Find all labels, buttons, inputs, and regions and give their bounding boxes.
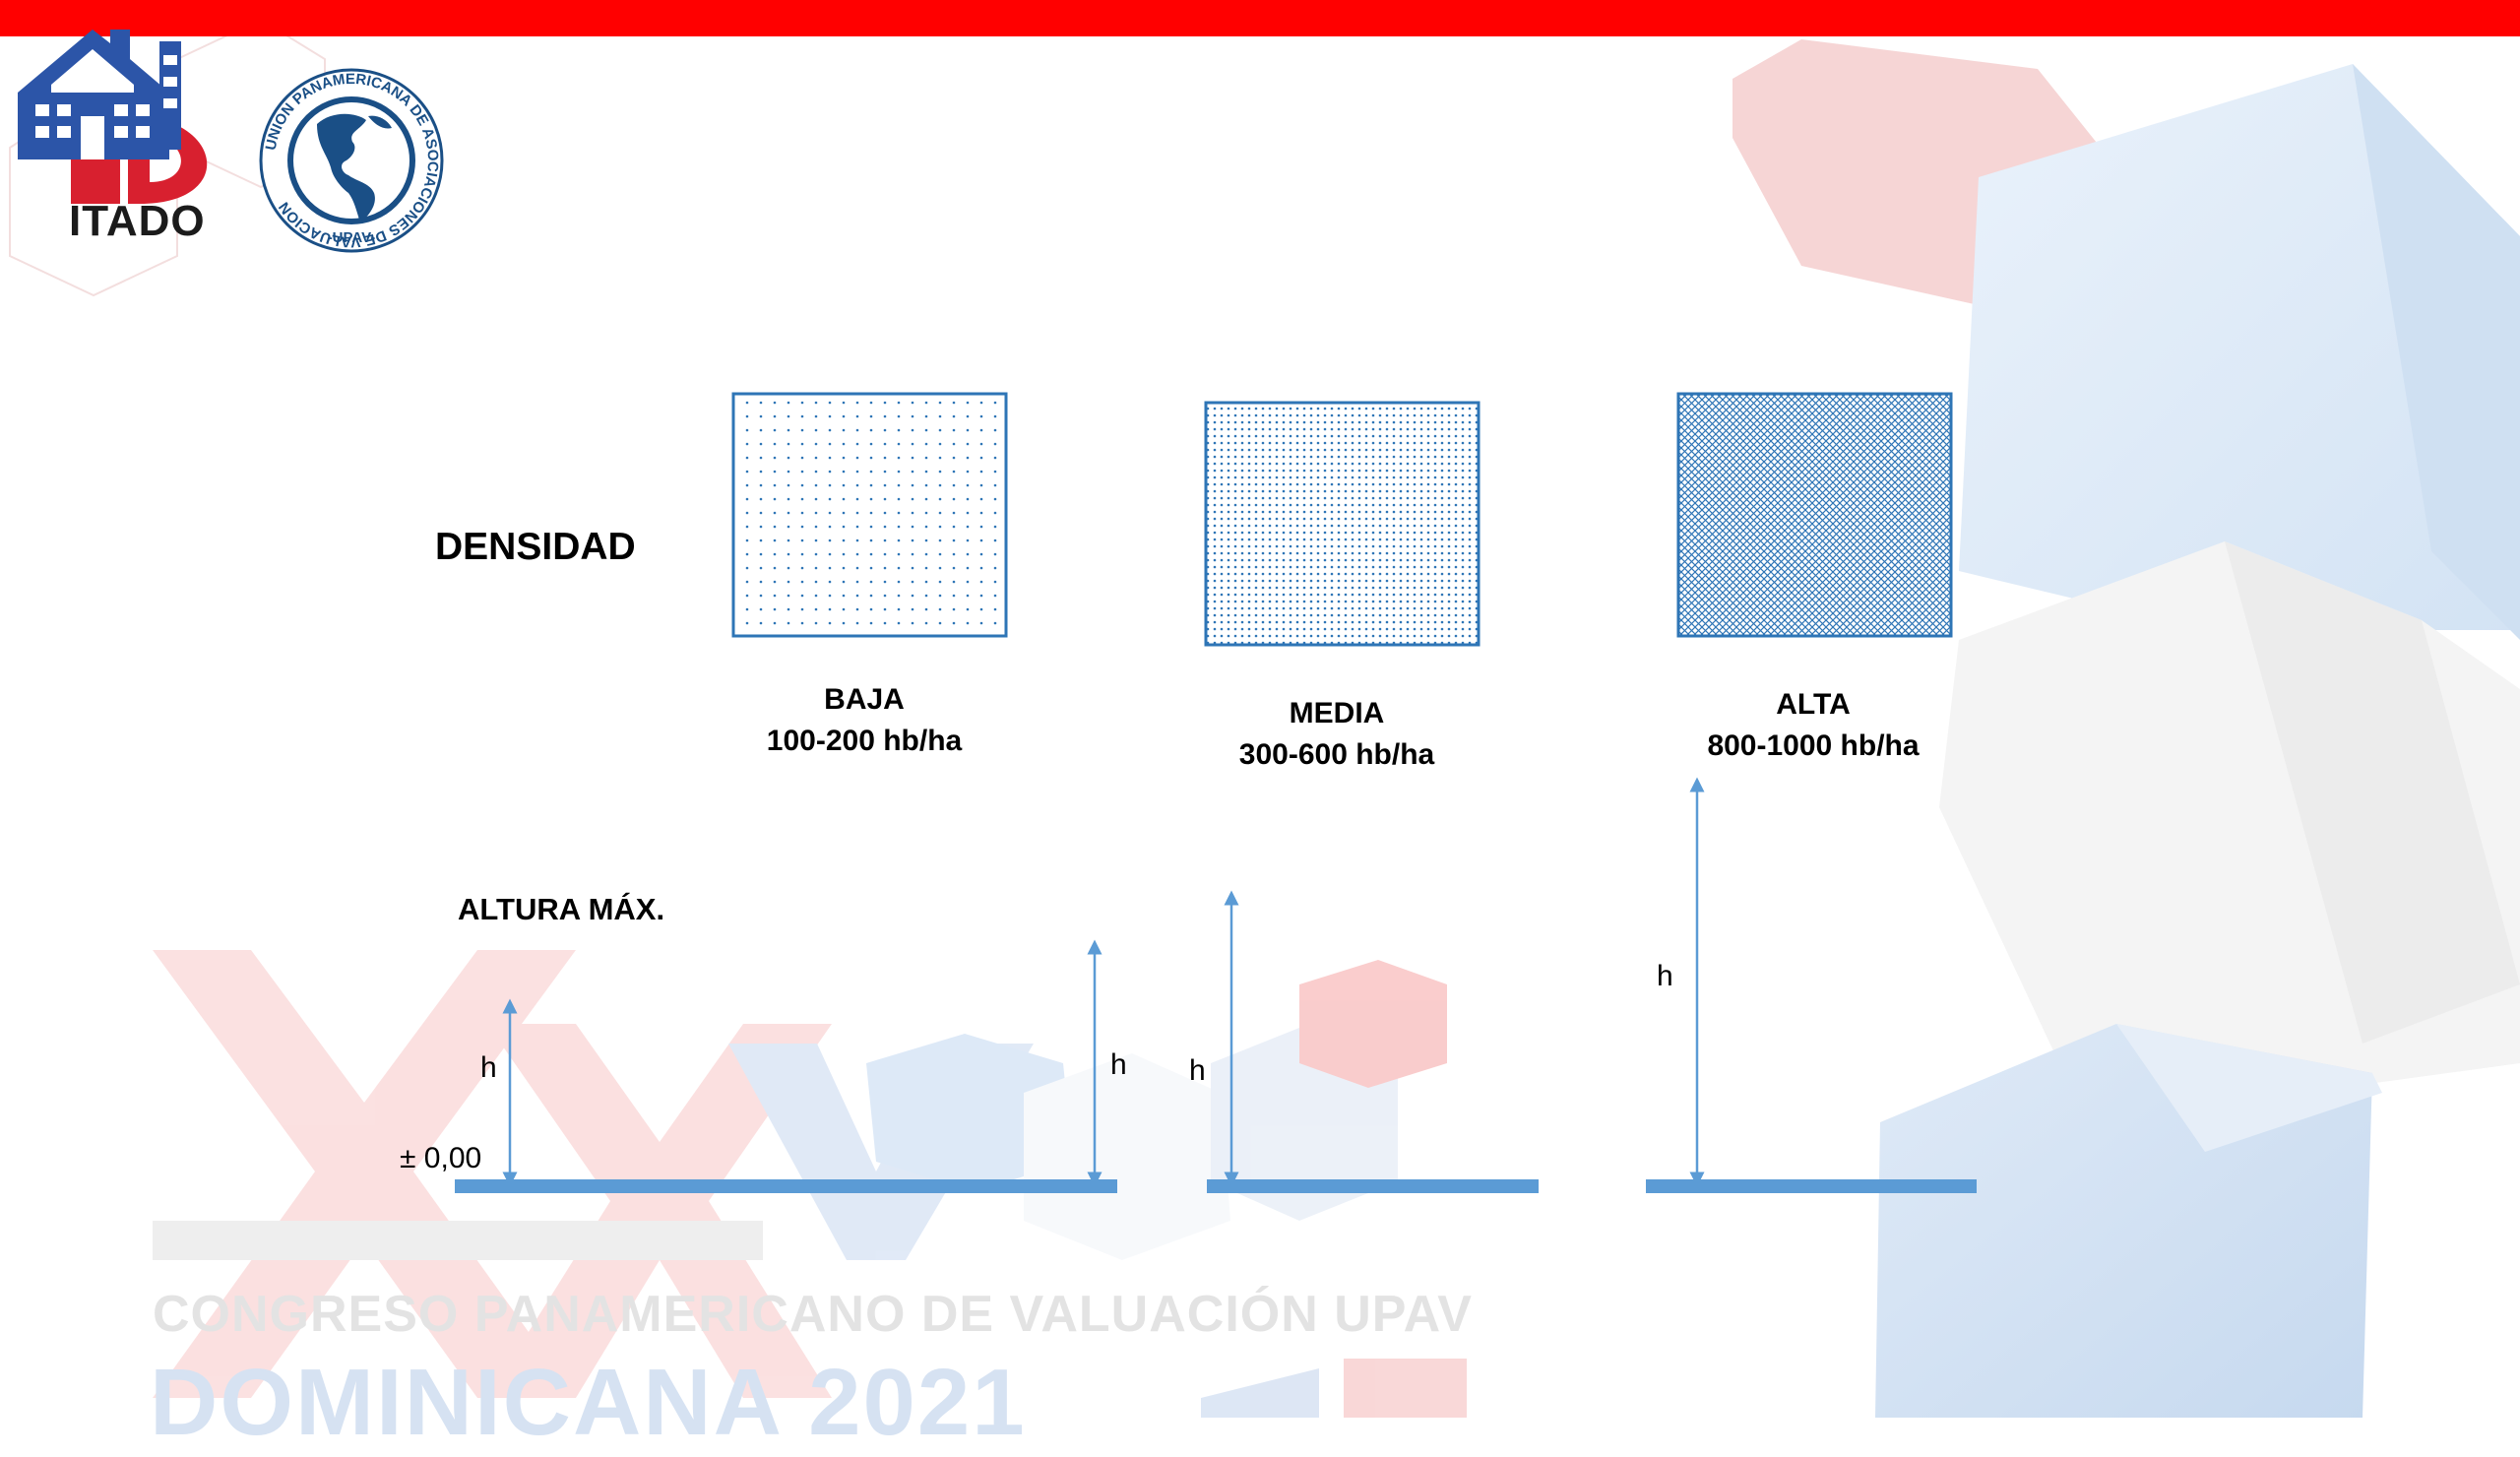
h-label-base: h (480, 1051, 497, 1084)
building-icon (18, 30, 181, 159)
h-label-baja: h (1110, 1048, 1127, 1081)
zero-level-label: ± 0,00 (400, 1142, 482, 1174)
background-decoration (9, 18, 2520, 1418)
caption-baja: BAJA 100-200 hb/ha (707, 679, 1022, 762)
upav-bottom-text: -UPAV- (328, 229, 376, 246)
ito-logo (18, 30, 208, 204)
caption-media-range: 300-600 hb/ha (1238, 738, 1435, 771)
ito-logo-text: ITADO (69, 197, 206, 245)
caption-media-name: MEDIA (1289, 697, 1385, 729)
xxv-watermark (153, 950, 1467, 1418)
density-title: DENSIDAD (435, 526, 636, 568)
americas-globe-icon (317, 113, 392, 222)
top-red-bar (0, 0, 2520, 36)
watermark-country: DOMINICANA 2021 (150, 1350, 1027, 1455)
caption-baja-name: BAJA (824, 683, 905, 716)
caption-alta-name: ALTA (1776, 688, 1851, 721)
caption-alta: ALTA 800-1000 hb/ha (1656, 684, 1971, 767)
caption-baja-range: 100-200 hb/ha (766, 725, 963, 757)
h-label-alta: h (1657, 960, 1673, 992)
watermark-congress: CONGRESO PANAMERICANO DE VALUACIÓN UPAV (153, 1286, 1473, 1343)
caption-media: MEDIA 300-600 hb/ha (1179, 693, 1494, 776)
h-label-media: h (1189, 1054, 1206, 1087)
upav-logo: UNION PANAMERICANA DE ASOCIACIONES DE VA… (259, 68, 444, 253)
caption-alta-range: 800-1000 hb/ha (1707, 729, 1920, 762)
height-title: ALTURA MÁX. (458, 892, 665, 926)
